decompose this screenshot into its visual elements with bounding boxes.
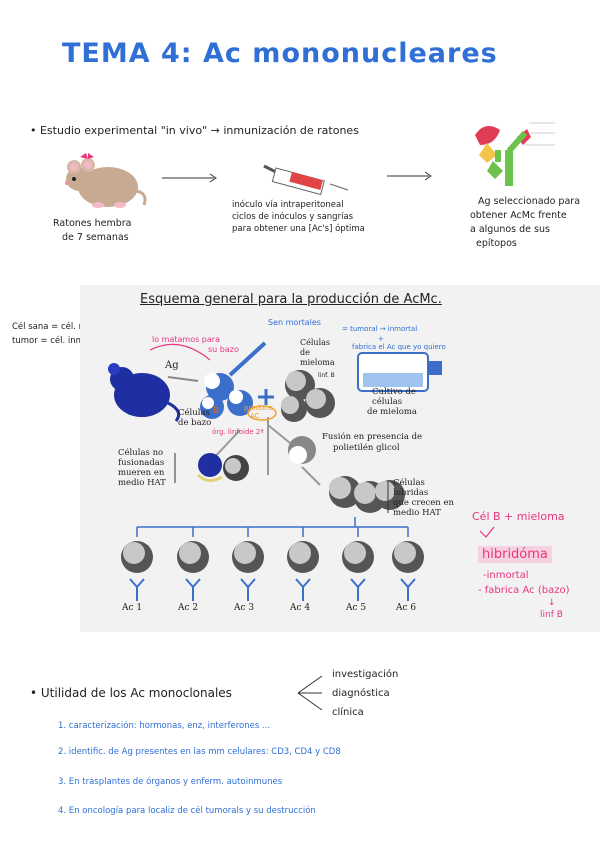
note-hibridoma: hibridóma [478, 546, 552, 563]
mieloma-label-1: Células [300, 338, 330, 347]
use-investigacion: investigación [332, 669, 399, 680]
arrow-1-icon [162, 173, 217, 183]
bazo-label-2: de bazo [178, 418, 212, 428]
ac-label-1: Ac 1 [122, 603, 143, 613]
b-label: B [213, 406, 220, 416]
utilidad-item-3: 3. En trasplantes de órganos y enferm. a… [58, 777, 283, 787]
bazo-label-1: Células [178, 408, 210, 418]
ag-label: Ag [165, 360, 179, 371]
page-title: TEMA 4: Ac mononucleares [62, 38, 498, 69]
no-fusionadas-4: medio HAT [118, 478, 166, 488]
cultivo-label-2: células [372, 397, 403, 407]
produce-ac-2: AC [250, 412, 260, 420]
utilidad-item-1: 1. caracterización: hormonas, enz, inter… [58, 721, 271, 731]
diagram-panel [80, 285, 600, 632]
mouse-illustration [65, 153, 147, 208]
mieloma-label-2: de [300, 348, 310, 357]
down-arrow-icon: ↓ [548, 598, 556, 608]
uses-branch-icon [297, 675, 323, 711]
cultivo-label-1: Cultivo de [372, 387, 416, 397]
ac-label-3: Ac 3 [234, 603, 255, 613]
utilidad-heading: • Utilidad de los Ac monoclonales [30, 686, 232, 700]
ac-label-6: Ac 6 [396, 603, 417, 613]
note-cel-sana: Cél sana = cél. mortal [12, 322, 107, 332]
cultivo-label-3: de mieloma [367, 407, 417, 417]
ag-line-4: epítopos [476, 238, 517, 249]
mouse-caption-2: de 7 semanas [62, 232, 129, 243]
note-org-linfoide: órg. linfoide 2ª [212, 428, 264, 436]
utilidad-item-2: 2. identific. de Ag presentes en las mm … [58, 747, 341, 757]
fusion-label-2: polietilén glicol [333, 443, 400, 453]
note-sen-mortales: Sen mortales [268, 318, 321, 327]
ac-label-5: Ac 5 [346, 603, 367, 613]
note-matamos: lo matamos para [152, 335, 220, 344]
ag-line-1: Ag seleccionado para [478, 196, 581, 207]
check-mark-icon [479, 526, 495, 538]
hibridas-3: que crecen en [393, 498, 454, 508]
no-fusionadas-3: mueren en [118, 468, 165, 478]
note-fabrica-ac: - fabrica Ac (bazo) [478, 585, 570, 596]
note-cel-b-mieloma: Cél B + mieloma [472, 510, 565, 523]
use-clinica: clínica [332, 707, 364, 718]
note-linf-b: linf. B [318, 372, 335, 379]
mieloma-label-3: mieloma [300, 358, 335, 367]
note-bazo: su bazo [208, 345, 239, 354]
ac-label-4: Ac 4 [290, 603, 311, 613]
hybridoma-diagram [108, 341, 442, 601]
hibridas-4: medio HAT [393, 508, 441, 518]
hibridas-2: híbridas [393, 488, 429, 498]
syringe-icon [263, 164, 349, 196]
estudio-heading: • Estudio experimental "in vivo" → inmun… [30, 124, 359, 137]
note-linf-b-right: linf B [540, 610, 563, 620]
hibridas-1: Células [393, 478, 425, 488]
inoculo-line-2: ciclos de inóculos y sangrías [232, 212, 354, 222]
no-fusionadas-2: fusionadas [118, 458, 165, 468]
arrow-2-icon [387, 171, 432, 181]
note-fabrica: fabrica el Ac que yo quiero [352, 343, 446, 351]
ag-line-3: a algunos de sus [470, 224, 550, 235]
inoculo-line-1: inóculo vía intraperitoneal [232, 200, 344, 210]
ag-line-2: obtener AcMc frente [470, 210, 567, 221]
use-diagnostica: diagnóstica [332, 688, 390, 699]
note-tumor: tumor = cél. inmortal [12, 336, 104, 346]
antigen-antibody-icon [475, 122, 555, 186]
note-inmortal: -inmortal [483, 570, 529, 581]
produce-ac-1: produce [244, 404, 273, 412]
utilidad-item-4: 4. En oncología para localiz de cél tumo… [58, 806, 316, 816]
note-tumoral: = tumoral → inmortal [342, 325, 418, 333]
note-fabrica-plus: + [378, 335, 384, 343]
fusion-label-1: Fusión en presencia de [322, 432, 423, 442]
diagram-title: Esquema general para la producción de Ac… [140, 292, 442, 307]
ac-label-2: Ac 2 [178, 603, 199, 613]
inoculo-line-3: para obtener una [Ac's] óptima [232, 224, 365, 234]
no-fusionadas-1: Células no [118, 448, 164, 458]
mouse-caption-1: Ratones hembra [53, 218, 132, 229]
